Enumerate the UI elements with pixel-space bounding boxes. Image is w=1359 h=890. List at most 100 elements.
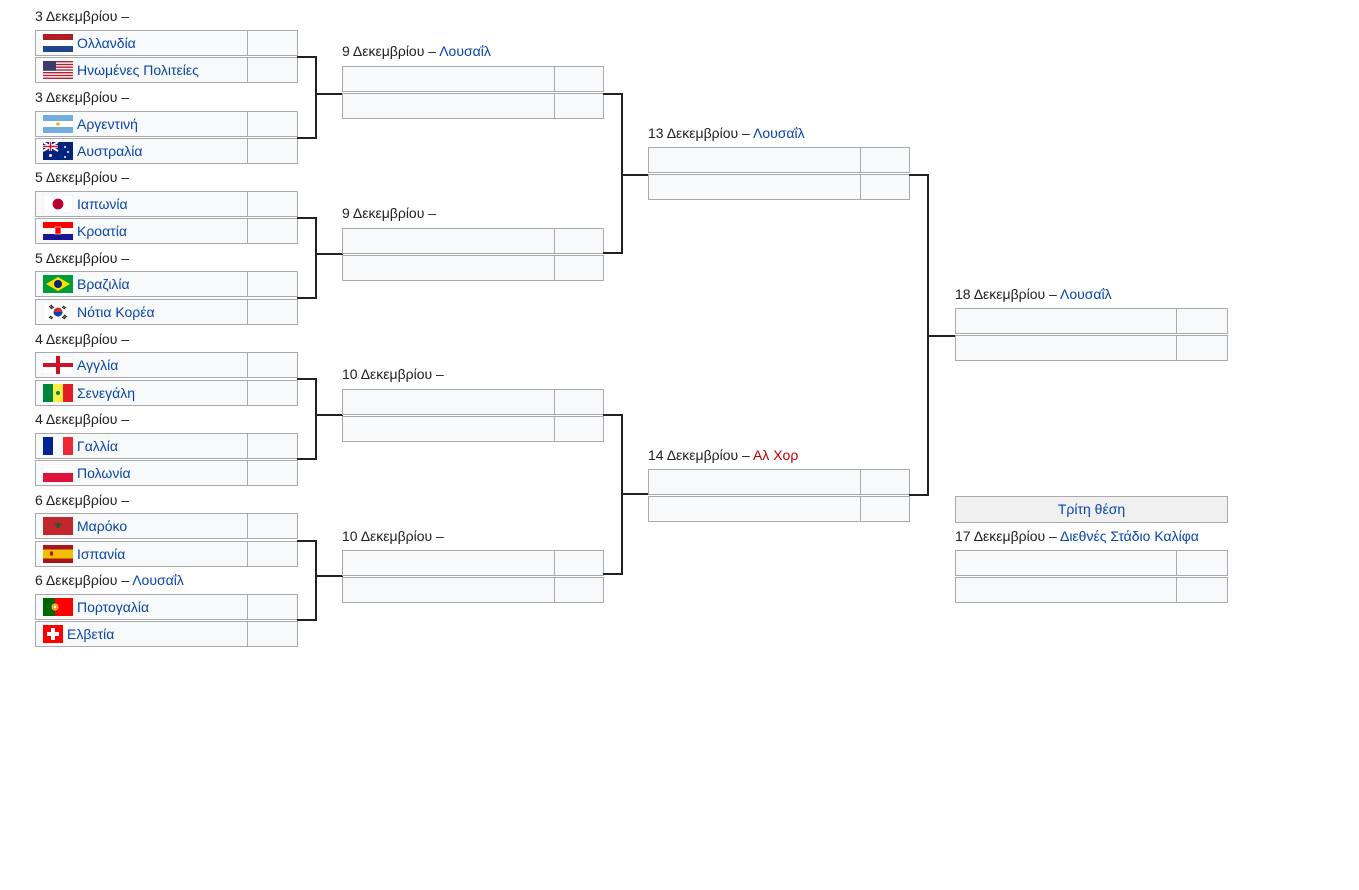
team-cell: Νότια Κορέα	[35, 299, 248, 325]
spain-flag-icon	[43, 545, 73, 564]
venue-link[interactable]: Λουσαΐλ	[439, 43, 491, 59]
team-link[interactable]: Βραζιλία	[77, 276, 130, 292]
bracket-line	[297, 217, 316, 219]
team-link[interactable]: Ηνωμένες Πολιτείες	[77, 62, 199, 78]
score-cell	[554, 550, 604, 576]
score-cell	[554, 66, 604, 92]
argentina-flag-icon	[43, 115, 73, 134]
japan-flag-icon	[43, 195, 73, 214]
team-cell: Κροατία	[35, 218, 248, 244]
score-cell	[247, 57, 298, 83]
bracket-line	[603, 252, 622, 254]
venue-link[interactable]: Λουσαΐλ	[1059, 286, 1112, 302]
team-link[interactable]: Αργεντινή	[77, 116, 138, 132]
team-cell	[342, 228, 555, 254]
match-date: 6 Δεκεμβρίου –	[35, 492, 130, 508]
bracket-line	[315, 93, 343, 95]
australia-flag-icon	[43, 142, 73, 161]
team-cell: Πορτογαλία	[35, 594, 248, 620]
team-link[interactable]: Μαρόκο	[77, 518, 128, 534]
score-cell	[554, 255, 604, 281]
bracket-line	[909, 174, 928, 176]
score-cell	[1176, 335, 1228, 361]
team-cell	[955, 577, 1177, 603]
team-link[interactable]: Ισπανία	[77, 546, 126, 562]
bracket-line	[315, 414, 343, 416]
venue-link[interactable]: Αλ Χορ	[752, 447, 799, 463]
team-link[interactable]: Αγγλία	[77, 357, 119, 373]
team-link[interactable]: Γαλλία	[77, 438, 119, 454]
score-cell	[247, 513, 298, 539]
team-cell	[648, 469, 861, 495]
bracket-line	[315, 540, 317, 621]
team-cell: Μαρόκο	[35, 513, 248, 539]
score-cell	[860, 469, 910, 495]
match-date: 9 Δεκεμβρίου – Λουσαΐλ	[342, 43, 491, 59]
match-date: 5 Δεκεμβρίου –	[35, 169, 130, 185]
team-link[interactable]: Πορτογαλία	[77, 599, 150, 615]
match-date: 3 Δεκεμβρίου –	[35, 89, 130, 105]
score-cell	[247, 594, 298, 620]
score-cell	[247, 541, 298, 567]
score-cell	[247, 30, 298, 56]
team-cell: Σενεγάλη	[35, 380, 248, 406]
team-cell	[342, 577, 555, 603]
score-cell	[247, 191, 298, 217]
bracket-line	[297, 297, 316, 299]
team-cell: Πολωνία	[35, 460, 248, 486]
match-date: 10 Δεκεμβρίου –	[342, 528, 444, 544]
bracket-line	[621, 493, 649, 495]
bracket-line	[909, 494, 928, 496]
switzerland-flag-icon	[43, 625, 63, 644]
bracket-line	[621, 93, 623, 254]
team-link[interactable]: Ελβετία	[67, 626, 115, 642]
croatia-flag-icon	[43, 222, 73, 241]
senegal-flag-icon	[43, 384, 73, 403]
team-cell: Αργεντινή	[35, 111, 248, 137]
team-link[interactable]: Νότια Κορέα	[77, 304, 155, 320]
team-cell: Αγγλία	[35, 352, 248, 378]
score-cell	[247, 138, 298, 164]
bracket-line	[315, 217, 317, 299]
team-link[interactable]: Αυστραλία	[77, 143, 143, 159]
poland-flag-icon	[43, 464, 73, 483]
bracket-line	[621, 174, 649, 176]
team-link[interactable]: Σενεγάλη	[77, 385, 136, 401]
team-cell	[342, 93, 555, 119]
team-link[interactable]: Ιαπωνία	[77, 196, 128, 212]
score-cell	[1176, 550, 1228, 576]
bracket-line	[603, 414, 622, 416]
team-cell: Ελβετία	[35, 621, 248, 647]
score-cell	[247, 380, 298, 406]
match-date: 13 Δεκεμβρίου – Λουσαΐλ	[648, 125, 805, 141]
team-cell: Ηνωμένες Πολιτείες	[35, 57, 248, 83]
team-cell	[955, 550, 1177, 576]
match-date: 5 Δεκεμβρίου –	[35, 250, 130, 266]
team-link[interactable]: Κροατία	[77, 223, 127, 239]
score-cell	[554, 389, 604, 415]
score-cell	[554, 93, 604, 119]
venue-link[interactable]: Λουσαΐλ	[752, 125, 805, 141]
score-cell	[247, 433, 298, 459]
team-cell	[648, 147, 861, 173]
score-cell	[247, 621, 298, 647]
morocco-flag-icon	[43, 517, 73, 536]
team-cell: Ισπανία	[35, 541, 248, 567]
match-date: 4 Δεκεμβρίου –	[35, 411, 130, 427]
match-date: 14 Δεκεμβρίου – Αλ Χορ	[648, 447, 799, 463]
usa-flag-icon	[43, 61, 73, 80]
venue-link[interactable]: Διεθνές Στάδιο Καλίφα	[1059, 528, 1199, 544]
bracket-line	[297, 137, 316, 139]
team-cell: Ολλανδία	[35, 30, 248, 56]
venue-link[interactable]: Λουσαΐλ	[132, 572, 184, 588]
team-link[interactable]: Πολωνία	[77, 465, 131, 481]
bracket-line	[315, 253, 343, 255]
third-place-link[interactable]: Τρίτη θέση	[1057, 501, 1126, 517]
bracket-line	[315, 378, 317, 460]
team-cell	[955, 308, 1177, 334]
match-date: 3 Δεκεμβρίου –	[35, 8, 130, 24]
team-link[interactable]: Ολλανδία	[77, 35, 136, 51]
score-cell	[247, 299, 298, 325]
score-cell	[247, 218, 298, 244]
bracket-line	[315, 56, 317, 139]
